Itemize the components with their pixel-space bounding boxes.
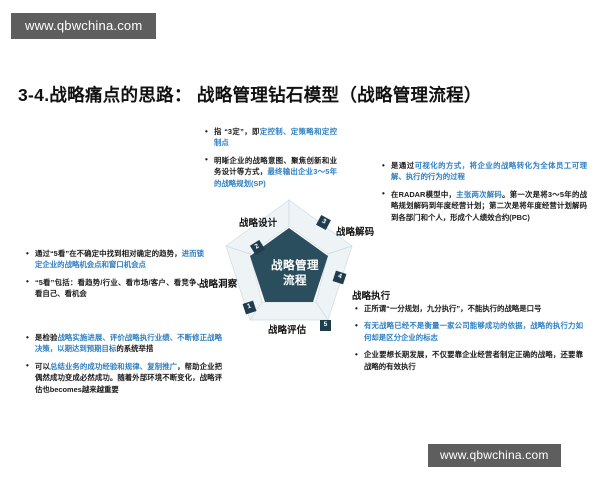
body-text: 正所谓“一分规划，九分执行”，不能执行的战略是口号 — [364, 304, 542, 313]
highlighted-text: 进而锁定企业的战略机会点和窗口机会点 — [35, 249, 204, 270]
body-text: 是通过 — [391, 161, 415, 170]
body-text: 通过“5看”在不确定中找到相对确定的趋势， — [35, 249, 182, 258]
highlighted-text: 可视化的方式，将企业的战略转化为全体员工可理解、执行的行为的过程 — [391, 161, 587, 182]
body-text: 明晰企业的战略意图、聚焦创新和业务设计等方式， — [214, 155, 337, 177]
center-label-line2: 流程 — [283, 274, 307, 287]
bullet-item: 通过“5看”在不确定中找到相对确定的趋势，进而锁定企业的战略机会点和窗口机会点 — [26, 248, 204, 271]
bullet-item: 明晰企业的战略意图、聚焦创新和业务设计等方式，最终输出企业3～5年的战略规划(S… — [205, 154, 337, 189]
body-text: 。第一次是将3～5年的战略规划解码到年度经营计划；第二次是将年度经营计划解码到各… — [391, 189, 587, 222]
bullet-item: 有无战略已经不是衡量一家公司能够成功的依据，战略的执行力如何却是区分企业的标志 — [355, 320, 583, 343]
watermark-bottom: www.qbwchina.com — [428, 444, 561, 467]
node-label-strategy-decoding[interactable]: 战略解码 — [336, 226, 375, 237]
node-label-strategy-design[interactable]: 战略设计 — [239, 217, 278, 228]
bullet-item: 是通过可视化的方式，将企业的战略转化为全体员工可理解、执行的行为的过程 — [382, 160, 587, 183]
body-text: 可以 — [35, 361, 50, 371]
text-block-strategy-execution: 正所谓“一分规划，九分执行”，不能执行的战略是口号有无战略已经不是衡量一家公司能… — [355, 302, 583, 378]
bullet-item: “5看”包括：看趋势/行业、看市场/客户、看竞争、看自己、看机会 — [26, 276, 204, 300]
highlighted-text: 定控制、定策略和定控制点 — [214, 127, 337, 148]
bullet-item: 指 “3定”，即定控制、定策略和定控制点 — [205, 126, 337, 149]
highlighted-text: 有无战略已经不是衡量一家公司能够成功的依据，战略的执行力如何却是区分企业的标志 — [364, 321, 583, 342]
body-text: ，帮助企业把偶然成功变成必然成功。随着外部环境不断变化，战略评估也becomes… — [35, 361, 222, 394]
watermark-top: www.qbwchina.com — [11, 13, 157, 39]
highlighted-text: 战略实施进展、评价战略执行业绩、不断修正战略决策，以期达到预期目标 — [35, 333, 222, 354]
bullet-item: 可以总结业务的成功经验和规律、复制推广，帮助企业把偶然成功变成必然成功。随着外部… — [26, 360, 222, 395]
page-title: 3-4.战略痛点的思路： 战略管理钻石模型（战略管理流程） — [18, 85, 482, 105]
text-block-strategy-decoding: 是通过可视化的方式，将企业的战略转化为全体员工可理解、执行的行为的过程在RADA… — [382, 160, 587, 229]
highlighted-text: 最终输出企业3～5年的战略规划(SP) — [214, 167, 337, 188]
highlighted-text: 总结业务的成功经验和规律、复制推广 — [49, 361, 178, 371]
node-label-strategy-insight[interactable]: 战略洞察 — [199, 278, 238, 289]
text-block-strategy-evaluation: 是检验战略实施进展、评价战略执行业绩、不断修正战略决策，以期达到预期目标的系统举… — [26, 332, 222, 401]
body-text: “5看”包括：看趋势/行业、看市场/客户、看竞争、看自己、看机会 — [35, 277, 204, 299]
text-block-strategy-insight: 通过“5看”在不确定中找到相对确定的趋势，进而锁定企业的战略机会点和窗口机会点 “… — [26, 248, 204, 306]
body-text: 指 “3定”，即 — [214, 127, 260, 136]
center-label-line1: 战略管理 — [271, 259, 319, 272]
node-label-strategy-evaluation[interactable]: 战略评估 — [268, 324, 307, 335]
center-pentagon — [250, 228, 328, 302]
highlighted-text: 主张两次解码 — [456, 189, 503, 199]
body-text: 企业要想长期发展，不仅要靠企业经营者制定正确的战略，还要靠战略的有效执行 — [364, 350, 583, 371]
bullet-item: 正所谓“一分规划，九分执行”，不能执行的战略是口号 — [355, 302, 583, 314]
body-text: 的系统举措 — [116, 344, 154, 354]
diagram-center-label: 战略管理 流程 — [250, 258, 340, 288]
node-label-strategy-execution[interactable]: 战略执行 — [352, 290, 391, 301]
step-badge-5: 5 — [320, 320, 331, 331]
bullet-item: 是检验战略实施进展、评价战略执行业绩、不断修正战略决策，以期达到预期目标的系统举… — [26, 332, 222, 355]
bullet-item: 在RADAR模型中，主张两次解码。第一次是将3～5年的战略规划解码到年度经营计划… — [382, 188, 587, 223]
body-text: 在RADAR模型中， — [391, 189, 457, 199]
text-block-strategy-design: 指 “3定”，即定控制、定策略和定控制点明晰企业的战略意图、聚焦创新和业务设计等… — [205, 126, 337, 195]
bullet-item: 企业要想长期发展，不仅要靠企业经营者制定正确的战略，还要靠战略的有效执行 — [355, 349, 583, 372]
body-text: 是检验 — [35, 333, 58, 342]
